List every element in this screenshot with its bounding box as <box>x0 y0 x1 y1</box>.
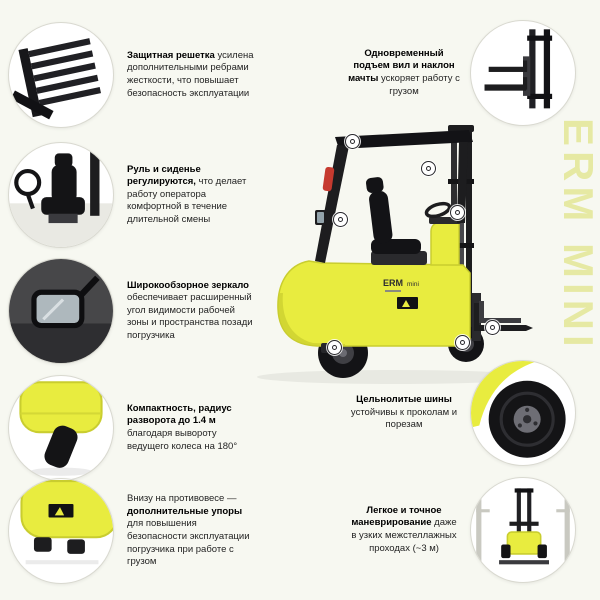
aisle-forklift-icon <box>476 488 570 565</box>
mast-forks-icon <box>484 29 553 109</box>
callout-image-grille <box>8 22 114 128</box>
callout-body: обеспечивает расширенный угол видимости … <box>127 292 253 341</box>
model-label: ERM mini <box>383 278 419 309</box>
solid-tire-icon <box>471 361 566 458</box>
callout-title: Широкообзорное зеркало <box>127 279 249 291</box>
steering-wheel <box>424 201 452 219</box>
callout-body: даже в узких межстеллажных проходах (~3 … <box>351 517 457 554</box>
callout-row-turning: Компактность, радиус разворота до 1.4 м … <box>8 375 264 481</box>
model-suffix-text: mini <box>407 281 419 288</box>
callout-row-seat: Руль и сиденье регулируются, что делает … <box>8 142 264 248</box>
callout-text-maneuver: Легкое и точное маневрирование даже в уз… <box>348 505 460 555</box>
callout-pre: Внизу на противовесе — <box>127 493 237 505</box>
callout-row-tires: Цельнолитые шины устойчивы к проколам и … <box>336 360 576 466</box>
callout-row-mast: Одновременный подъем вил и наклон мачты … <box>336 20 576 126</box>
callout-row-mirror: Широкообзорное зеркало обеспечивает расш… <box>8 258 264 364</box>
callout-row-stops: Внизу на противовесе — дополнительные уп… <box>8 478 264 584</box>
callout-image-mirror <box>8 258 114 364</box>
seat-and-wheel-icon <box>9 149 113 247</box>
forklift-forks <box>472 293 533 341</box>
callout-title: Компактность, радиус разворота до 1.4 м <box>127 402 232 427</box>
forklift-seat <box>366 177 427 265</box>
model-brand-text: ERM <box>383 278 403 288</box>
callout-title: Защитная решетка <box>127 49 215 61</box>
callout-text-mast: Одновременный подъем вил и наклон мачты … <box>348 48 460 98</box>
rear-mirror <box>315 207 336 225</box>
callout-title: Цельнолитые шины <box>356 394 452 406</box>
callout-image-maneuver <box>470 477 576 583</box>
callout-text-turning: Компактность, радиус разворота до 1.4 м … <box>127 403 257 453</box>
callout-body: что делает работу оператора комфортной в… <box>127 176 247 225</box>
ground-shadow <box>257 370 533 384</box>
mirror-icon <box>9 259 113 363</box>
callout-body: усилена дополнительными ребрами жесткост… <box>127 49 254 99</box>
callout-text-grille: Защитная решетка усилена дополнительными… <box>127 50 257 100</box>
callout-row-maneuver: Легкое и точное маневрирование даже в уз… <box>336 477 576 583</box>
callout-image-turning <box>8 375 114 481</box>
callout-image-mast <box>470 20 576 126</box>
callout-body: устойчивы к проколам и порезам <box>350 406 458 431</box>
callout-body: благодаря вывороту ведущего колеса на 18… <box>127 428 238 452</box>
callout-title: дополнительные упоры <box>127 505 243 517</box>
counterweight-stops-icon <box>20 480 113 565</box>
callout-text-tires: Цельнолитые шины устойчивы к проколам и … <box>348 394 460 432</box>
callout-body: ускоряет работу с грузом <box>378 73 460 97</box>
callout-image-stops <box>8 478 114 584</box>
callout-image-seat <box>8 142 114 248</box>
callout-title: Руль и сиденье регулируются, <box>127 163 201 188</box>
counterweight-stop <box>321 343 338 353</box>
red-accent <box>322 166 335 192</box>
callout-row-grille: Защитная решетка усилена дополнительными… <box>8 22 264 128</box>
overhead-guard <box>315 130 473 263</box>
protective-grille-icon <box>10 38 101 120</box>
callout-image-tires <box>470 360 576 466</box>
callout-body: для повышения безопасности эксплуатации … <box>127 518 250 568</box>
callout-text-stops: Внизу на противовесе — дополнительные уп… <box>127 493 257 568</box>
turning-wheel-icon <box>19 381 103 476</box>
callout-text-seat: Руль и сиденье регулируются, что делает … <box>127 164 257 227</box>
callout-title: Легкое и точное маневрирование <box>351 504 442 529</box>
callout-title: Одновременный подъем вил и наклон мачты <box>348 47 455 84</box>
forklift-body <box>277 217 471 353</box>
watermark-text: ERM MINI <box>555 118 600 352</box>
callout-text-mirror: Широкообзорное зеркало обеспечивает расш… <box>127 280 257 343</box>
